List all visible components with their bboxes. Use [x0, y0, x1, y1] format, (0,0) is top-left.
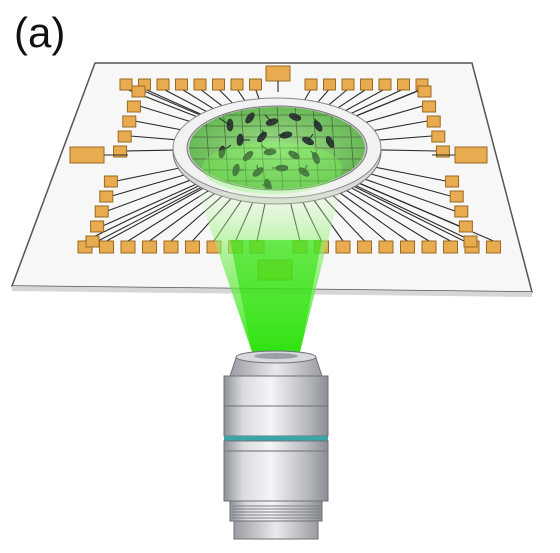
- bond-pad: [212, 78, 225, 91]
- bond-pad: [435, 145, 450, 158]
- bond-pad: [323, 78, 336, 91]
- culture-glow: [202, 142, 342, 194]
- microscope-objective-icon: [223, 350, 329, 540]
- bond-pad: [185, 240, 200, 254]
- neural-culture: [189, 107, 365, 189]
- bond-pad: [142, 240, 157, 254]
- bond-pad: [113, 145, 128, 158]
- bond-pad: [445, 175, 460, 188]
- bond-pad: [99, 240, 114, 254]
- bond-pad: [417, 85, 432, 98]
- bond-pad: [335, 240, 351, 254]
- bond-pad: [103, 175, 118, 188]
- bond-pad: [486, 240, 501, 254]
- bond-pad: [193, 78, 207, 91]
- bond-pad: [230, 78, 244, 91]
- bond-pad: [90, 220, 105, 233]
- bond-pad: [357, 240, 372, 254]
- bond-pad: [454, 205, 469, 218]
- bond-pad: [304, 78, 318, 91]
- bond-pad: [378, 240, 394, 254]
- bond-pad: [131, 85, 146, 98]
- bond-pad: [449, 190, 464, 203]
- bond-pads: [77, 78, 501, 254]
- reference-pad-left: [69, 146, 105, 164]
- bond-pad: [117, 130, 132, 143]
- bond-pad: [341, 78, 355, 91]
- panel-label: (a): [14, 9, 66, 56]
- bond-pad: [249, 78, 262, 91]
- bond-pad: [163, 240, 179, 254]
- bond-pad: [431, 130, 446, 143]
- bond-pad: [360, 78, 373, 91]
- bond-pad: [156, 78, 170, 91]
- bond-pad: [175, 78, 188, 91]
- reference-pad-right: [454, 146, 488, 164]
- bond-pad: [463, 235, 478, 248]
- bond-pad: [126, 100, 141, 113]
- bond-pad: [443, 240, 458, 254]
- bond-pad: [94, 205, 109, 218]
- bond-pad: [421, 240, 437, 254]
- bond-pad: [400, 240, 415, 254]
- bond-pad: [122, 115, 137, 128]
- bond-pad: [120, 240, 136, 254]
- bond-pad: [85, 235, 100, 248]
- bond-pad: [99, 190, 114, 203]
- bond-pad: [119, 78, 133, 91]
- bond-pad: [426, 115, 441, 128]
- bond-pad: [422, 100, 437, 113]
- bond-pad: [378, 78, 392, 91]
- bond-pad: [397, 78, 410, 91]
- reference-pad-top: [265, 65, 291, 82]
- bond-pad: [458, 220, 473, 233]
